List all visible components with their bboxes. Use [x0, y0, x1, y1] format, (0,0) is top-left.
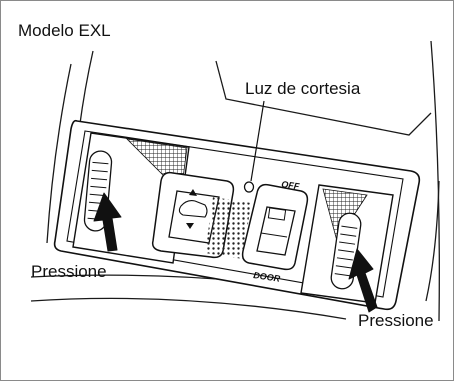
speaker-grille: [205, 197, 251, 259]
model-label: Modelo EXL: [18, 21, 111, 40]
car-interior-light-icon: [178, 200, 208, 218]
courtesy-light: [243, 181, 255, 193]
courtesy-light-leader-line: [250, 100, 265, 182]
off-label: OFF: [281, 179, 301, 191]
courtesy-light-label: Luz de cortesia: [245, 79, 361, 98]
door-off-switch: OFF DOOR: [241, 179, 309, 284]
door-label: DOOR: [253, 270, 282, 284]
headliner-outline: [30, 40, 440, 322]
left-press-arrow: [93, 192, 122, 252]
right-press-arrow: [348, 248, 378, 313]
press-right-label: Pressione: [358, 311, 434, 330]
right-map-lamp: [300, 184, 394, 304]
press-left-label: Pressione: [31, 262, 107, 281]
